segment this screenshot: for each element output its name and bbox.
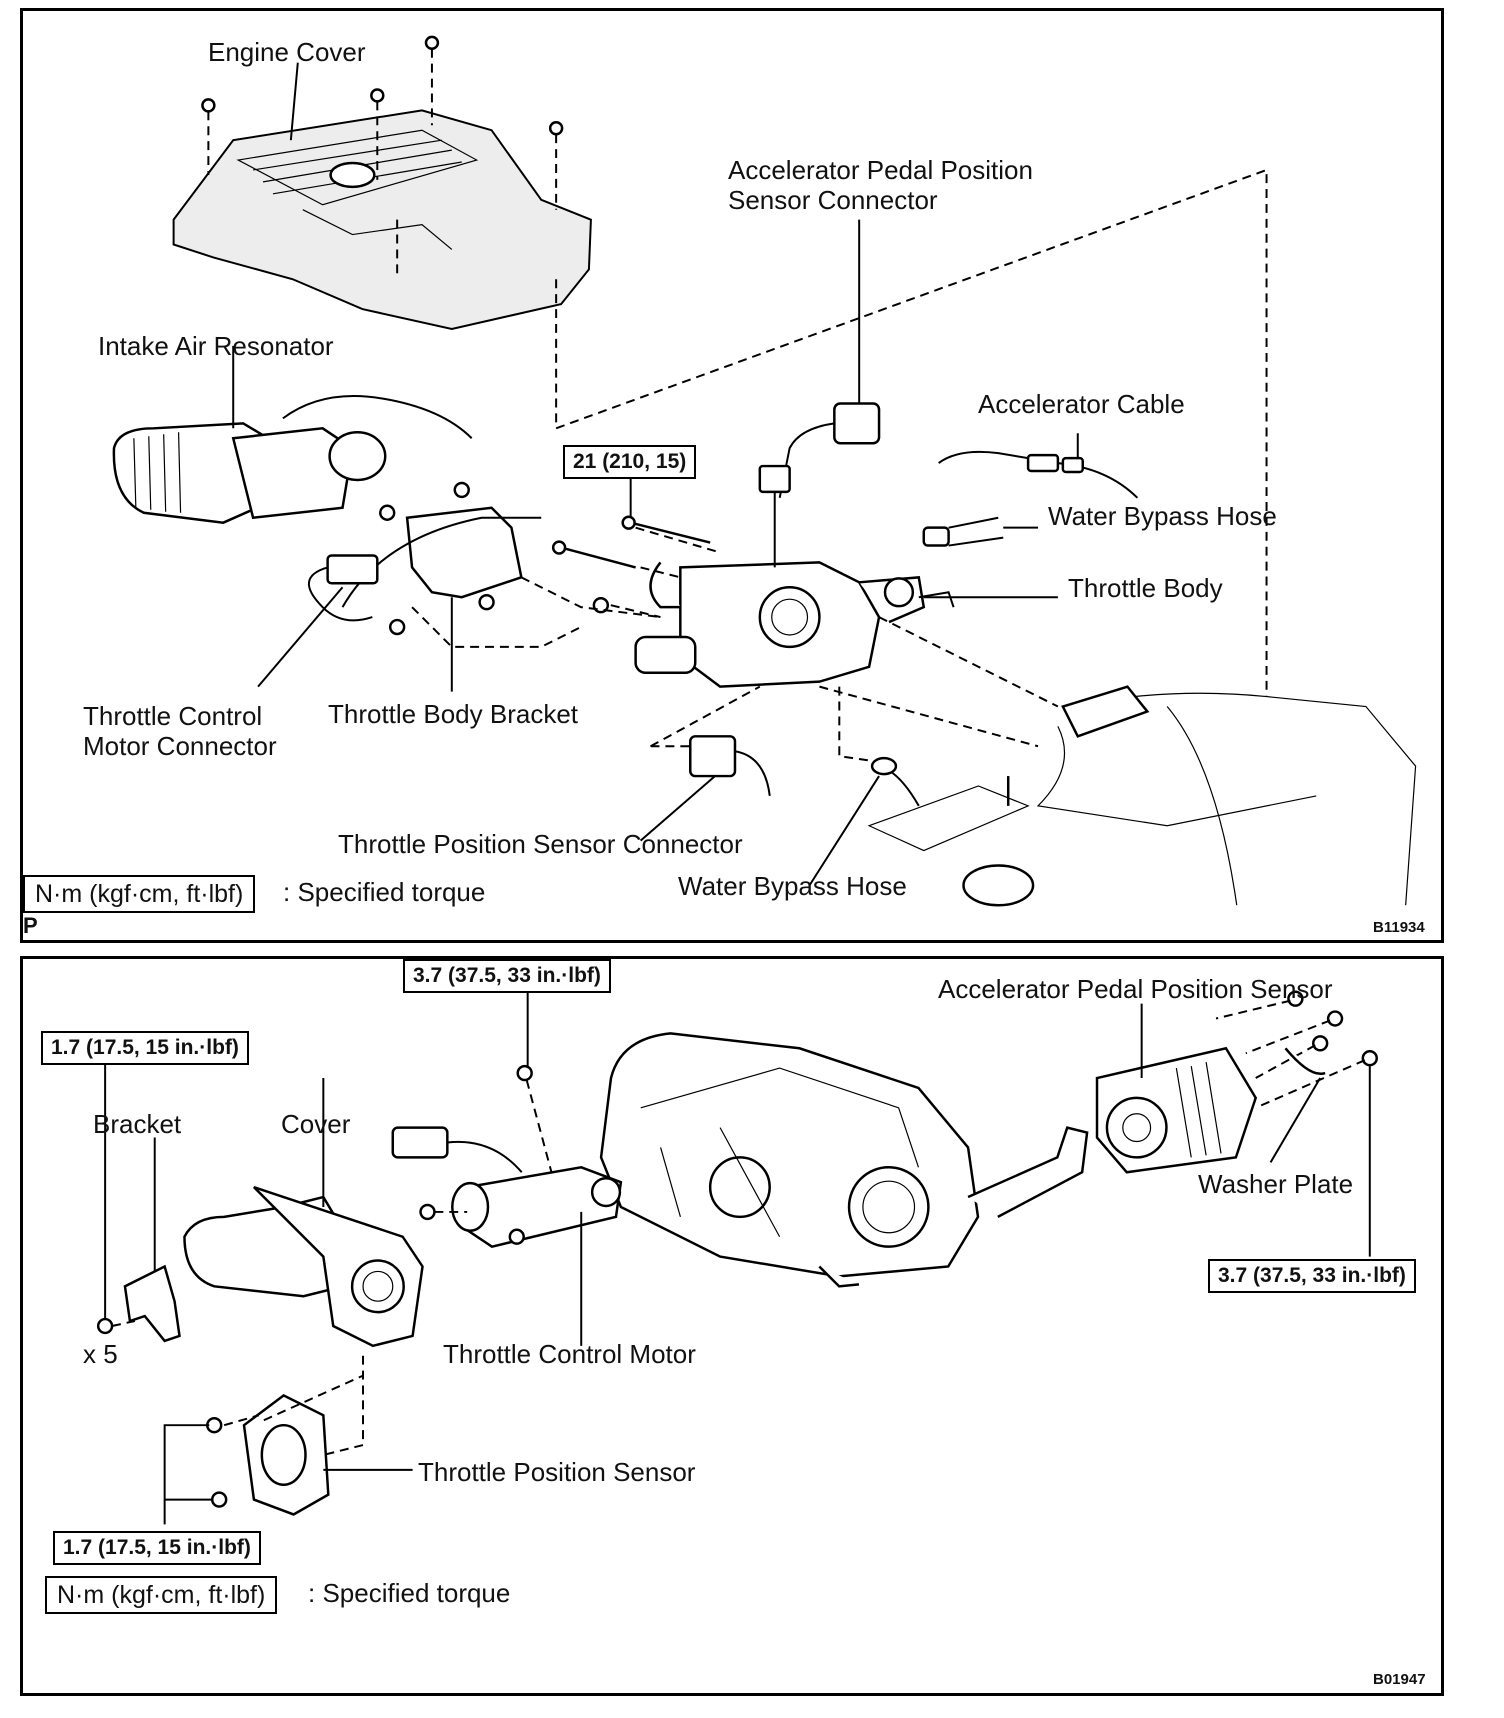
alignment-line-apps (555, 168, 1268, 697)
throttle-body-bracket-label: Throttle Body Bracket (328, 699, 578, 729)
apps-screws (1215, 990, 1378, 1109)
cover-label: Cover (281, 1109, 351, 1139)
water-bypass-hose-lower-leader (808, 775, 880, 886)
top-panel-disassembly-view: Engine Cover Accelerator Pedal Position … (20, 8, 1444, 943)
engine-cover-label: Engine Cover (208, 37, 366, 67)
bracket-drawing (96, 1264, 181, 1343)
throttle-control-motor-drawing (391, 1064, 623, 1248)
throttle-body-drawing (634, 561, 955, 688)
torque-value-bracket: 1.7 (17.5, 15 in.·lbf) (41, 1031, 249, 1065)
water-bypass-hose-lower-drawing (838, 686, 920, 807)
torque-legend-unit-box-bottom: N·m (kgf·cm, ft·lbf) (45, 1576, 278, 1614)
torque-value-throttle-body: 21 (210, 15) (563, 445, 697, 479)
torque-tps-leader (163, 1424, 213, 1525)
apps-connector-label: Accelerator Pedal Position Sensor Connec… (728, 155, 1033, 215)
torque-legend-text-bottom: : Specified torque (308, 1578, 511, 1608)
bottom-panel-illustration (96, 980, 1378, 1525)
apps-connector-drawing (758, 402, 881, 568)
engine-cover-drawing (172, 109, 592, 330)
torque-value-apps: 3.7 (37.5, 33 in.·lbf) (1208, 1259, 1416, 1293)
torque-legend-text: : Specified torque (283, 877, 486, 907)
figure-code-bottom: B01947 (1373, 1671, 1426, 1688)
torque-value-motor: 3.7 (37.5, 33 in.·lbf) (403, 959, 611, 993)
throttle-control-motor-label: Throttle Control Motor (443, 1339, 696, 1369)
tps-connector-drawing (650, 685, 771, 797)
torque-legend-unit-box: N·m (kgf·cm, ft·lbf) (23, 875, 256, 913)
torque-value-tps: 1.7 (17.5, 15 in.·lbf) (53, 1531, 261, 1565)
accelerator-cable-label: Accelerator Cable (978, 389, 1185, 419)
washer-plate-label: Washer Plate (1198, 1169, 1354, 1199)
apps-label: Accelerator Pedal Position Sensor (938, 974, 1333, 1004)
throttle-body-bracket-drawing (341, 481, 542, 636)
tps-connector-label: Throttle Position Sensor Connector (338, 829, 743, 859)
tps-drawing (206, 1355, 365, 1516)
washer-plate-leader (1269, 1077, 1322, 1163)
throttle-body-label: Throttle Body (1068, 573, 1223, 603)
throttle-position-sensor-label: Throttle Position Sensor (418, 1457, 696, 1487)
bottom-panel-disassembly-view: 3.7 (37.5, 33 in.·lbf) Accelerator Pedal… (20, 956, 1444, 1696)
top-panel-illustration (112, 35, 1417, 907)
intake-manifold-drawing (819, 616, 1417, 907)
intake-air-resonator-drawing (112, 395, 473, 524)
engine-cover-bolts (201, 35, 564, 280)
throttle-body-bottom-drawing (599, 1032, 1089, 1288)
apps-drawing (1095, 1046, 1258, 1174)
figure-code-top: B11934 (1373, 919, 1425, 936)
intake-air-resonator-label: Intake Air Resonator (98, 331, 334, 361)
accelerator-cable-drawing (938, 450, 1139, 499)
motor-connector-drawing (307, 554, 379, 622)
engine-cover-leader (289, 62, 299, 141)
water-bypass-hose-upper-label: Water Bypass Hose (1048, 501, 1277, 531)
tps-connector-leader (639, 775, 716, 842)
water-bypass-hose-lower-label: Water Bypass Hose (678, 871, 907, 901)
cover-drawing (183, 1185, 424, 1348)
corner-mark: P (23, 913, 38, 938)
bolt-count-label: x 5 (83, 1339, 118, 1369)
water-bypass-hose-upper-drawing (922, 516, 1004, 547)
throttle-body-bolts (411, 515, 721, 648)
motor-connector-leader (257, 586, 344, 688)
throttle-control-motor-connector-label: Throttle Control Motor Connector (83, 701, 277, 761)
bracket-label: Bracket (93, 1109, 182, 1139)
